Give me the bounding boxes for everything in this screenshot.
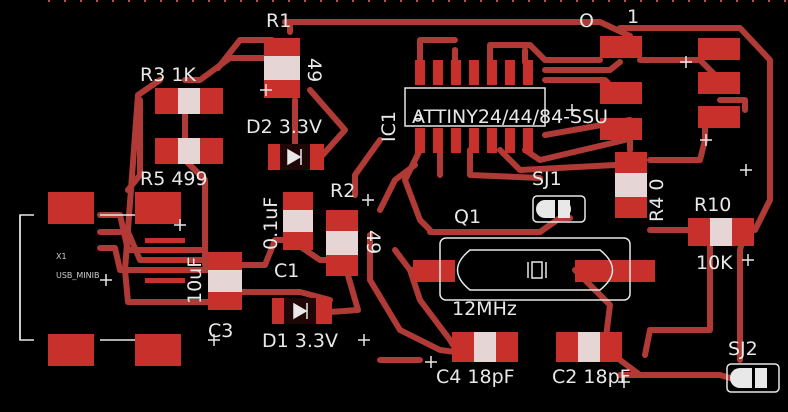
component-bodies [155,38,754,362]
d2-label: D2 3.3V [246,116,322,138]
c3-value: 10uF [184,256,206,304]
sj2-label: SJ2 [728,338,758,360]
silkscreen [19,56,780,393]
grid-border-top [38,0,788,2]
r4-label: R4 0 [646,178,668,222]
r1-label: R1 [266,10,292,32]
c2-label: C2 18pF [552,366,631,388]
sj1-label: SJ1 [532,168,562,190]
copper-pads [48,36,740,366]
grid-border-left [38,0,40,412]
c1-value: 0.1uF [260,196,282,250]
r3-label: R3 1K [140,64,196,86]
pin1-mark: O [579,10,594,32]
ic-name-label: ATTINY24/44/84-SSU [412,106,609,128]
pin1-number: 1 [627,6,640,28]
r5-label: R5 499 [140,168,208,190]
q1-value: 12MHz [452,298,517,320]
c1-label: C1 [274,260,300,282]
ic-ref-label: IC1 [378,111,400,142]
jumper-pads [536,200,767,388]
r2-label: R2 [330,180,356,202]
c3-label: C3 [208,320,234,342]
r1-value: 49 [303,58,325,83]
d1-label: D1 3.3V [262,330,338,352]
r2-value: 49 [362,230,384,255]
c4-label: C4 18pF [436,366,515,388]
x1-label: X1 [56,252,67,261]
r10-label: R10 [694,194,732,216]
r10-value: 10K [696,252,733,274]
q1-label: Q1 [454,206,482,228]
x1-value: USB_MINIB [56,271,100,280]
